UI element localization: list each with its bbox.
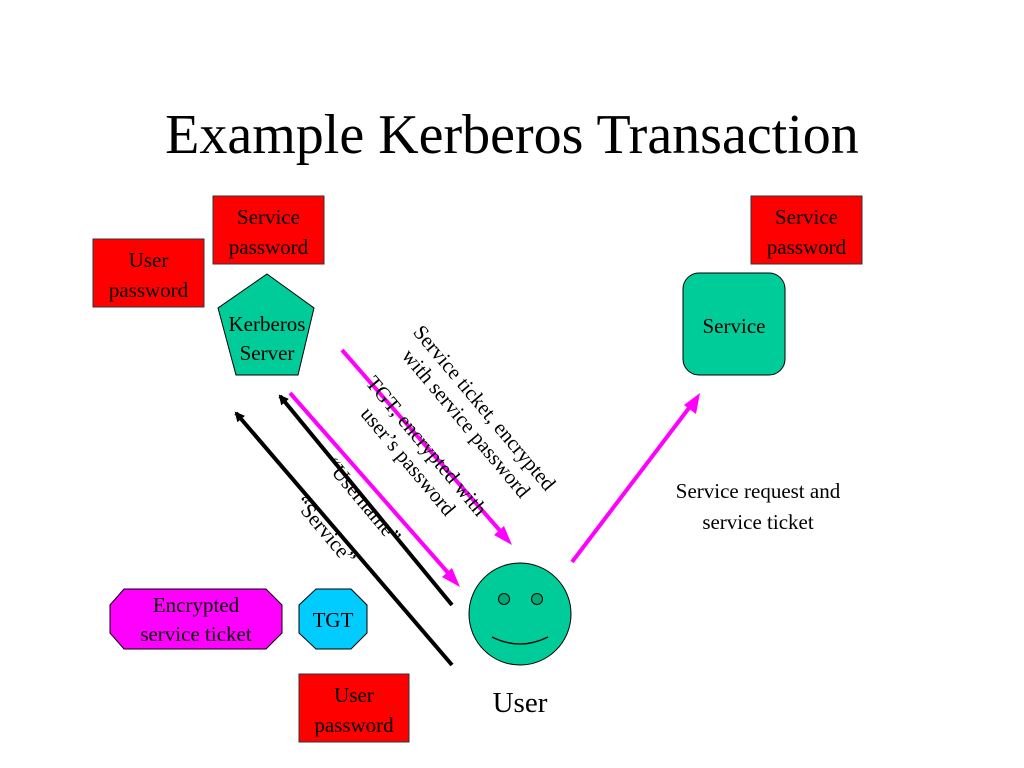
arrow-service-request [234, 411, 454, 667]
user-password-box-kerberos: User password [92, 238, 205, 308]
node-label: Service [703, 314, 766, 338]
user-password-box-user: User password [298, 673, 410, 743]
box-label-line2: password [767, 235, 847, 259]
user-face-icon [468, 562, 572, 666]
tgt-token: TGT [298, 588, 368, 650]
user-label: User [493, 687, 548, 719]
token-label-line1: Encrypted [153, 593, 240, 617]
box-label-line1: Service [237, 205, 300, 229]
box-label-line1: Service [775, 205, 838, 229]
user-smile [491, 636, 549, 645]
arrow-service-call [570, 393, 700, 564]
box-label-line1: User [334, 683, 374, 707]
arrow-username-request [278, 394, 454, 607]
box-label-line2: password [109, 278, 189, 302]
node-label-line2: Server [240, 341, 295, 365]
box-label-line2: password [314, 713, 394, 737]
user-node [468, 562, 572, 666]
service-password-box-kerberos: Service password [212, 195, 325, 265]
kerberos-server-node: Kerberos Server [217, 273, 315, 376]
arrow-ticket-response [340, 348, 512, 545]
user-eye-left [498, 593, 510, 605]
user-eye-right [531, 593, 543, 605]
service-password-box-service: Service password [750, 195, 863, 265]
token-label-line2: service ticket [140, 622, 252, 646]
token-label: TGT [313, 608, 354, 632]
slide-title: Example Kerberos Transaction [165, 104, 859, 166]
arrow-tgt-response [288, 391, 460, 587]
service-node: Service [682, 272, 786, 376]
label-service-call: Service request and service ticket [676, 479, 841, 534]
node-label-line1: Kerberos [229, 312, 306, 336]
box-label-line1: User [129, 248, 169, 272]
encrypted-service-ticket-token: Encrypted service ticket [109, 588, 283, 650]
message-label-line1: Service request and [676, 479, 841, 503]
box-label-line2: password [229, 235, 309, 259]
message-label-line2: service ticket [702, 510, 814, 534]
